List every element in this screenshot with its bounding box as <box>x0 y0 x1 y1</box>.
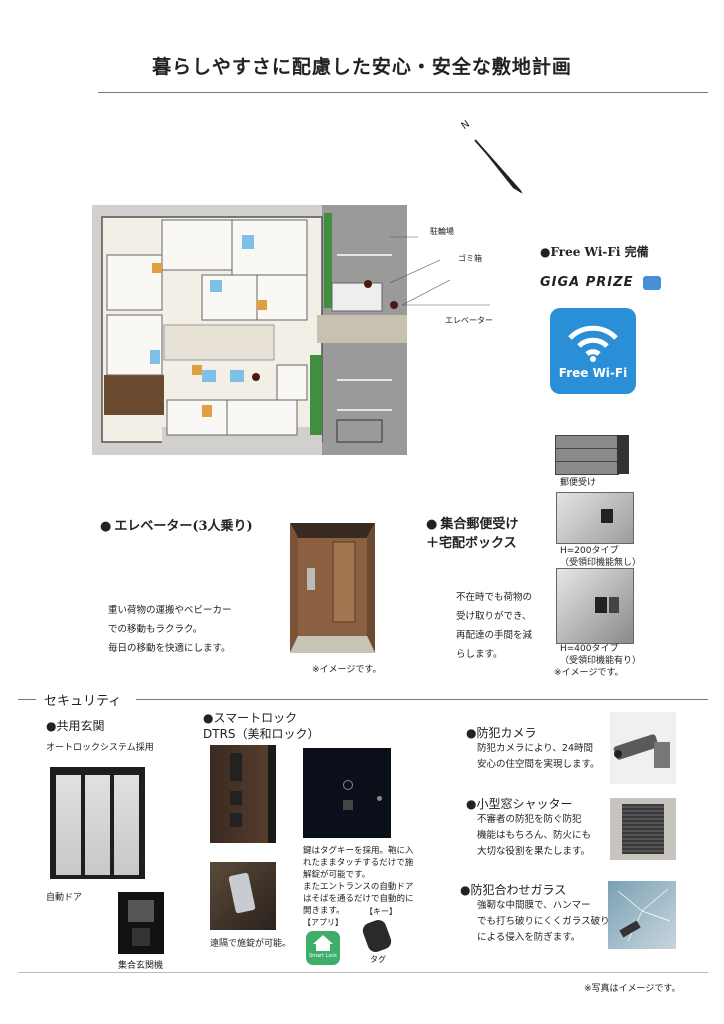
shutter-desc-line: 大切な役割を果たします。 <box>477 846 591 857</box>
delivery-box-h200 <box>556 492 634 544</box>
entrance-sub: オートロックシステム採用 <box>46 743 154 753</box>
shutter-heading: ●小型窓シャッター <box>466 797 573 811</box>
smartlock-desc-line: またエントランスの自動ドア <box>303 882 414 892</box>
label-garbage: ゴミ箱 <box>458 254 482 263</box>
elevator-image <box>290 523 375 653</box>
mailbox-desc-line: 受け取りができ、 <box>456 611 532 622</box>
smartlock-desc-line: れたままタッチするだけで施 <box>303 858 414 868</box>
elevator-desc-line: 重い荷物の運搬やベビーカー <box>108 605 232 616</box>
site-plan-drawing <box>92 205 407 455</box>
phone-hand-image <box>210 862 276 930</box>
glass-heading: ●防犯合わせガラス <box>460 883 567 897</box>
camera-description: 防犯カメラにより、24時間 安心の住空間を実現します。 <box>477 741 600 773</box>
wifi-heading: ●Free Wi-Fi 完備 <box>540 245 649 259</box>
caption-h200-sub: （受領印機能無し） <box>560 558 642 569</box>
intercom-image <box>118 892 164 954</box>
title-divider <box>98 92 708 93</box>
label-key: 【キー】 <box>365 907 397 916</box>
caption-h400-sub: （受領印機能有り） <box>560 656 642 667</box>
elevator-desc-line: での移動もラクラク。 <box>108 624 203 635</box>
smartlock-description: 鍵はタグキーを採用。鞄に入 れたままタッチするだけで施 解錠が可能です。 またエ… <box>303 845 414 917</box>
mailbox-desc-line: らします。 <box>456 649 503 660</box>
smartlock-desc-line: 開きます。 <box>303 906 345 916</box>
label-app: 【アプリ】 <box>303 918 343 927</box>
caption-h200-title: H=200タイプ <box>560 546 619 556</box>
shutter-desc-line: 不審者の防犯を防ぐ防犯 <box>477 814 582 825</box>
entrance-heading: ●共用玄関 <box>46 719 105 733</box>
wifi-icon <box>568 325 618 362</box>
window-shutter-image <box>610 798 676 860</box>
label-bicycle-parking: 駐輪場 <box>430 227 454 236</box>
smartlock-app-icon: Smart Lock <box>306 931 340 965</box>
app-icon-text: Smart Lock <box>308 953 338 959</box>
shutter-desc-line: 機能はもちろん、防火にも <box>477 830 592 841</box>
security-rule-right <box>136 699 708 700</box>
footer-divider <box>18 972 708 973</box>
smartlock-desc-line: はそばを通るだけで自動的に <box>303 894 414 904</box>
delivery-box-h400 <box>556 568 634 644</box>
tag-caption: タグ <box>370 955 386 964</box>
camera-icon <box>613 734 670 768</box>
label-elevator: エレベーター <box>445 316 493 325</box>
security-rule-left <box>18 699 36 700</box>
glass-desc-line: 強靭な中間膜で、ハンマー <box>477 900 591 911</box>
mailbox-desc-line: 不在時でも荷物の <box>456 592 533 603</box>
broken-glass-icon <box>617 888 671 942</box>
caption-h400: H=400タイプ （受領印機能有り） <box>560 643 641 667</box>
mailbox-desc-line: 再配達の手間を減 <box>456 630 533 641</box>
smartlock-desc-line: 解錠が可能です。 <box>303 870 371 880</box>
auto-door-image <box>50 767 145 879</box>
mailbox-image-note: ※イメージです。 <box>554 668 624 678</box>
smartlock-heading: ●スマートロック DTRS（美和ロック） <box>203 710 320 742</box>
security-heading: セキュリティ <box>44 694 122 709</box>
caption-h400-title: H=400タイプ <box>560 644 619 654</box>
svg-text:N: N <box>460 119 472 132</box>
mailbox-image <box>555 435 630 475</box>
glass-description: 強靭な中間膜で、ハンマー でも打ち破りにくくガラス破り による侵入を防ぎます。 <box>477 898 610 946</box>
north-arrow-icon: N <box>460 119 523 194</box>
wifi-badge-label: Free Wi-Fi <box>558 366 628 380</box>
smartlock-reader-image <box>303 748 391 838</box>
glass-desc-line: による侵入を防ぎます。 <box>477 932 581 943</box>
laminated-glass-image <box>608 881 676 949</box>
security-camera-image <box>610 712 676 784</box>
camera-heading: ●防犯カメラ <box>466 726 537 740</box>
mailbox-heading: 集合郵便受け ＋宅配ボックス <box>426 515 518 553</box>
elevator-desc-line: 毎日の移動を快適にします。 <box>108 643 231 654</box>
elevator-image-note: ※イメージです。 <box>312 665 382 675</box>
camera-desc-line: 安心の住空間を実現します。 <box>477 759 600 770</box>
mailbox-description: 不在時でも荷物の 受け取りができ、 再配達の手間を減 らします。 <box>456 588 532 664</box>
smartlock-heading-line2: DTRS（美和ロック） <box>203 727 320 741</box>
camera-desc-line: 防犯カメラにより、24時間 <box>477 743 594 754</box>
home-icon <box>313 935 333 951</box>
free-wifi-badge: Free Wi-Fi <box>550 308 636 394</box>
elevator-heading: エレベーター(3人乗り) <box>100 515 252 534</box>
intercom-caption: 集合玄関機 <box>118 961 164 971</box>
site-plan <box>92 205 407 455</box>
mailbox-heading-line1: 集合郵便受け <box>426 515 518 534</box>
page-title: 暮らしやすさに配慮した安心・安全な敷地計画 <box>152 56 572 78</box>
tag-key-image <box>360 917 394 955</box>
door-lock-image <box>210 745 276 843</box>
glass-desc-line: でも打ち破りにくくガラス破り <box>477 916 610 927</box>
remote-caption: 遠隔で施錠が可能。 <box>210 939 292 949</box>
elevator-description: 重い荷物の運搬やベビーカー での移動もラクラク。 毎日の移動を快適にします。 <box>108 601 232 658</box>
gp-logo-icon <box>642 275 661 290</box>
smartlock-heading-line1: ●スマートロック <box>203 711 298 725</box>
site-plan-leaders <box>390 236 490 306</box>
gigaprize-brand: GIGA PRIZE <box>540 275 634 290</box>
footer-note: ※写真はイメージです。 <box>584 984 681 994</box>
shutter-description: 不審者の防犯を防ぐ防犯 機能はもちろん、防火にも 大切な役割を果たします。 <box>477 812 591 860</box>
caption-mail: 郵便受け <box>560 478 597 488</box>
mailbox-heading-line2: ＋宅配ボックス <box>426 536 517 551</box>
smartlock-desc-line: 鍵はタグキーを採用。鞄に入 <box>303 846 414 856</box>
gigaprize-logo: GIGA PRIZE <box>540 275 661 290</box>
caption-h200: H=200タイプ （受領印機能無し） <box>560 545 641 569</box>
auto-door-caption: 自動ドア <box>46 893 83 903</box>
